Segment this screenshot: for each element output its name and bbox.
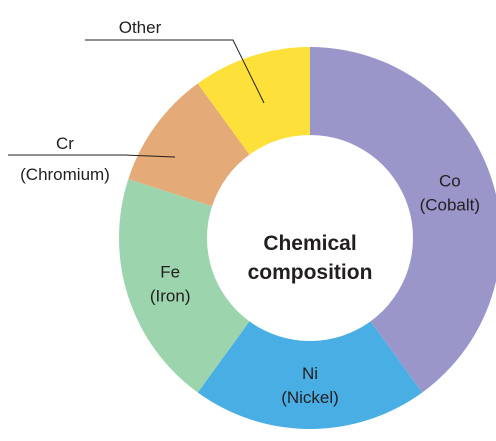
slice-cr	[128, 83, 250, 207]
slice-label-fe-0: Fe	[160, 262, 180, 281]
center-title-line-2: composition	[248, 261, 373, 284]
center-title-group: Chemical composition	[248, 232, 373, 284]
slice-label-fe-1: (Iron)	[150, 286, 191, 305]
slice-label-co-0: Co	[439, 172, 461, 191]
slice-label-ni-0: Ni	[302, 364, 318, 383]
outside-label-cr-0: Cr	[56, 134, 74, 153]
slice-labels: Co (Cobalt) Ni (Nickel) Fe (Iron)	[150, 172, 480, 407]
slice-label-co-1: (Cobalt)	[420, 196, 480, 215]
donut-slices	[118, 47, 496, 430]
slice-ni	[197, 321, 423, 430]
outside-label-other-0: Other	[119, 18, 162, 37]
leader-line-cr	[8, 154, 176, 158]
center-title-line-1: Chemical	[263, 232, 356, 255]
leader-line-other	[85, 39, 265, 104]
outside-label-cr-1: (Chromium)	[20, 165, 110, 184]
slice-other	[197, 47, 310, 155]
slice-fe	[118, 178, 250, 393]
outside-labels: Cr (Chromium) Other	[8, 18, 265, 184]
slice-co	[310, 47, 496, 393]
slice-label-ni-1: (Nickel)	[281, 388, 339, 407]
